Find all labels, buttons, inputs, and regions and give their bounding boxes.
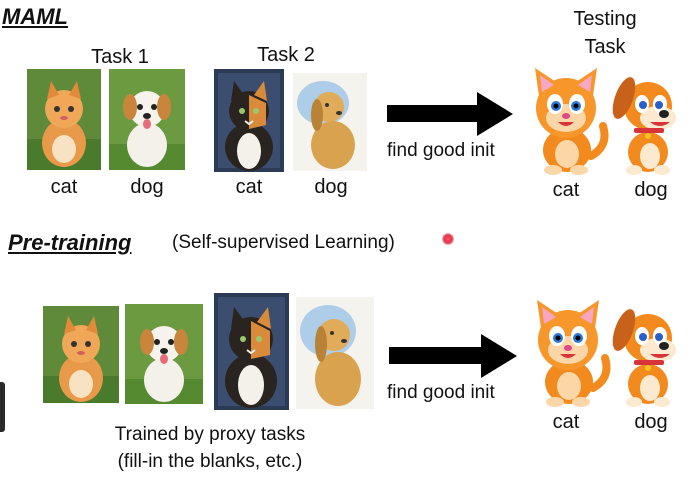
proxy-caption-line1: Trained by proxy tasks <box>70 424 350 446</box>
pretraining-subtitle: (Self-supervised Learning) <box>172 232 395 254</box>
cartoon-dog <box>608 300 688 408</box>
proxy-caption-line2: (fill-in the blanks, etc.) <box>70 451 350 473</box>
cartoon-dog <box>608 68 688 176</box>
maml-heading: MAML <box>2 4 68 30</box>
maml-label-cat-1: cat <box>24 176 104 199</box>
pretraining-arrow-caption: find good init <box>387 382 527 404</box>
cartoon-cat <box>523 298 613 408</box>
window-edge-handle <box>0 382 5 432</box>
kitten-photo <box>43 306 119 403</box>
maml-test-label-cat: cat <box>526 179 606 202</box>
painted-cat <box>214 293 289 410</box>
laser-pointer-dot <box>442 233 454 245</box>
task2-label: Task 2 <box>236 44 336 67</box>
task1-label: Task 1 <box>70 46 170 69</box>
maml-arrow-caption: find good init <box>387 140 527 162</box>
maml-test-label-dog: dog <box>611 179 691 202</box>
right-arrow-icon <box>389 334 517 378</box>
maml-label-cat-2: cat <box>209 176 289 199</box>
pretraining-test-label-cat: cat <box>526 411 606 434</box>
cartoon-cat <box>521 66 611 176</box>
pretraining-heading: Pre-training <box>8 230 131 256</box>
maml-label-dog-1: dog <box>107 176 187 199</box>
painted-cat <box>214 69 284 172</box>
right-arrow-icon <box>387 92 513 136</box>
testing-label-line1: Testing <box>555 8 655 31</box>
painted-dog <box>293 73 367 171</box>
pretraining-test-label-dog: dog <box>611 411 691 434</box>
puppy-photo <box>109 69 185 170</box>
puppy-photo <box>125 304 203 404</box>
painted-dog <box>296 297 374 409</box>
testing-label-line2: Task <box>555 36 655 59</box>
maml-label-dog-2: dog <box>291 176 371 199</box>
kitten-photo <box>27 69 101 170</box>
